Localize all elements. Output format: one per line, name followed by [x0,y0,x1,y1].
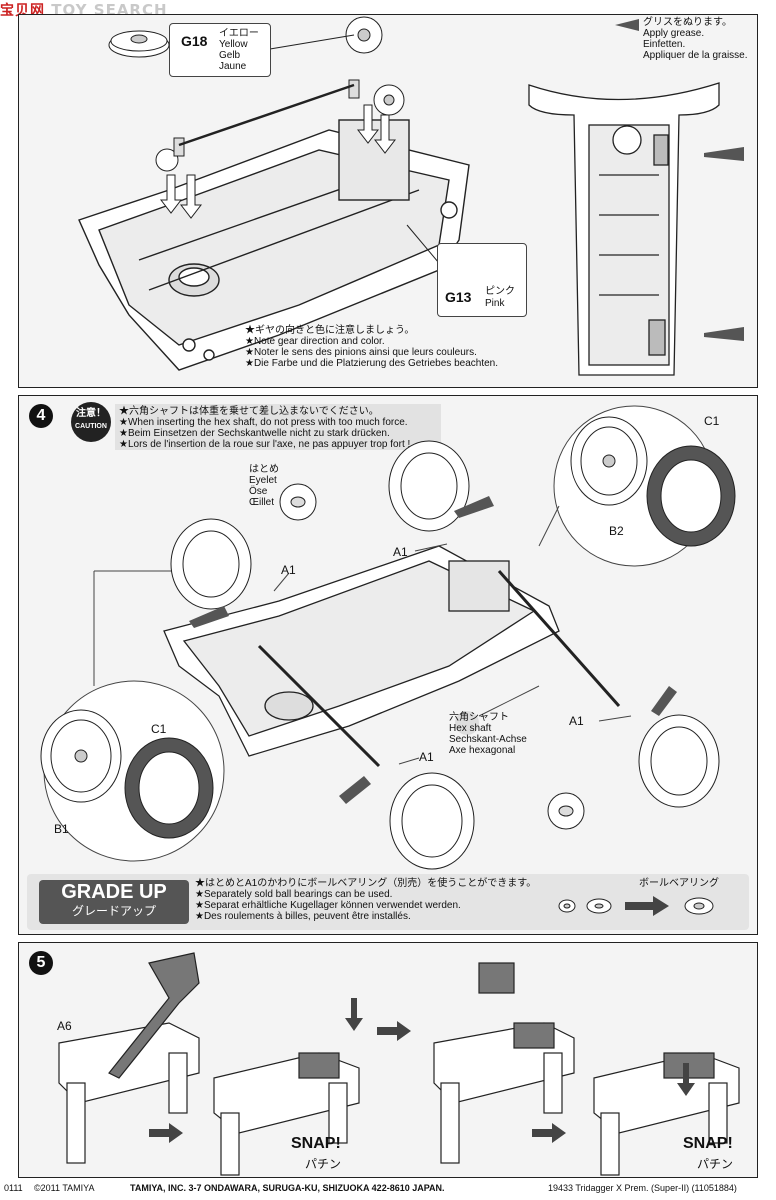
grease-jp: グリスをぬります。 [643,17,732,28]
part-a1-rear-right: A1 [569,714,584,728]
g13-name-jp: ピンク [485,286,515,297]
hexshaft-leader [478,685,540,717]
hexshaft-en: Hex shaft [449,723,492,734]
step4-panel: 4 注意！ CAUTION ★六角シャフトは体重を乗せて差し込まないでください。… [18,395,758,935]
eyelets [279,483,585,830]
part-a1-rear-top: A1 [393,545,408,559]
part-a1-front-left: A1 [281,563,296,577]
caution-badge-en: CAUTION [75,423,107,430]
grease-tube-icon [615,19,639,31]
gear-g18-thumbnail [108,30,170,58]
caution-de: ★Beim Einsetzen der Sechskantwelle nicht… [119,428,390,439]
gradeup-en: GRADE UP [61,881,167,903]
footer-item: 19433 Tridagger X Prem. (Super-II) (1105… [548,1183,737,1193]
ballbearing-label: ボールベアリング [639,878,719,889]
g18-name-jp: イエロー [219,28,259,39]
arrow-right-icon [377,1021,411,1041]
gradeup-jp: グレードアップ [71,904,156,918]
gradeup-parts [558,896,714,916]
arrow-down-icon [345,998,363,1031]
footer-copyright: ©2011 TAMIYA [34,1183,95,1193]
caution-box [115,404,441,450]
arrow-right-icon [625,896,669,916]
part-b2: B2 [609,524,624,538]
snap-label-2: SNAP! [683,1135,733,1152]
g13-name-en: Pink [485,298,505,309]
footer-company: TAMIYA, INC. 3-7 ONDAWARA, SURUGA-KU, SH… [130,1183,445,1193]
step4-number: 4 [29,404,53,428]
note-en: ★Note gear direction and color. [245,336,385,347]
arrow-right-icon [149,1123,183,1143]
g18-name-de: Gelb [219,50,241,61]
hexshaft-jp: 六角シャフト [449,712,509,723]
caution-fr: ★Lors de l'insertion de la roue sur l'ax… [119,439,411,450]
part-c1-front: C1 [151,722,167,736]
insert-arrows [159,104,397,219]
g18-name-en: Yellow [219,39,248,50]
grease-de: Einfetten. [643,39,686,50]
step3-panel: G18 イエロー Yellow Gelb Jaune G13 ピンク Pink … [18,14,758,388]
grease-tubes-step4 [189,496,677,804]
step5-drawing [58,952,740,1176]
eyelet-jp: はとめ [249,464,279,475]
leader-line-g18 [263,34,355,51]
note-fr: ★Noter le sens des pinions ainsi que leu… [245,347,477,358]
g18-callout [169,23,271,77]
step3-drawing [78,16,744,376]
front-axle [257,644,381,768]
part-a6: A6 [57,1019,72,1033]
snap-label-1: SNAP! [291,1135,341,1152]
eyelet-de: Öse [249,486,268,497]
gradeup-line-jp: ★はとめとA1のかわりにボールベアリング（別売）を使うことができます。 [195,878,537,889]
eyelet-en: Eyelet [249,475,277,486]
wheels-step4 [170,440,720,870]
caution-badge: 注意！ CAUTION [71,402,111,442]
caution-jp: ★六角シャフトは体重を乗せて差し込まないでください。 [119,406,379,417]
grease-fr: Appliquer de la graisse. [643,50,748,61]
note-de: ★Die Farbe und die Platzierung des Getri… [245,358,499,369]
rear-axle [497,570,621,707]
eyelet-fr: Œillet [249,497,275,508]
arrow-right-icon [532,1123,566,1143]
gear-assembly [155,16,405,172]
motor-mount-3 [433,962,575,1164]
part-b1: B1 [54,822,69,836]
note-jp: ★ギヤの向きと色に注意しましょう。 [245,325,415,336]
hexshaft-fr: Axe hexagonal [449,745,516,756]
step4-drawing [40,405,736,870]
footer-code: 0111 [4,1183,23,1193]
g18-code: G18 [181,33,208,49]
grease-en: Apply grease. [643,28,705,39]
gradeup-box: GRADE UP グレードアップ ★はとめとA1のかわりにボールベアリング（別売… [27,874,749,930]
hexshaft-de: Sechskant-Achse [449,734,527,745]
gradeup-line-en: ★Separately sold ball bearings can be us… [195,889,393,900]
g13-callout [437,243,527,317]
part-c1-rear: C1 [704,414,720,428]
grease-tube-icon [704,147,744,341]
snap-jp-1: パチン [305,1157,342,1171]
caution-badge-jp: 注意！ [76,408,106,419]
arrows-step5 [149,998,695,1143]
motor-mount-1 [58,952,200,1164]
g18-name-fr: Jaune [219,61,247,72]
part-a1-front-bottom: A1 [419,750,434,764]
gradeup-line-fr: ★Des roulements à billes, peuvent être i… [195,911,411,922]
step5-panel: 5 A6 [18,942,758,1178]
gradeup-title: GRADE UP グレードアップ [39,880,189,924]
arrow-down-icon [677,1063,695,1096]
chassis-step4 [163,545,560,757]
caution-en: ★When inserting the hex shaft, do not pr… [119,417,408,428]
snap-jp-2: パチン [697,1157,734,1171]
g13-code: G13 [445,289,472,305]
motor-mount-2 [213,1052,360,1176]
step5-number: 5 [29,951,53,975]
chassis-top-view [528,82,720,376]
gradeup-line-de: ★Separat erhältliche Kugellager können v… [195,900,461,911]
